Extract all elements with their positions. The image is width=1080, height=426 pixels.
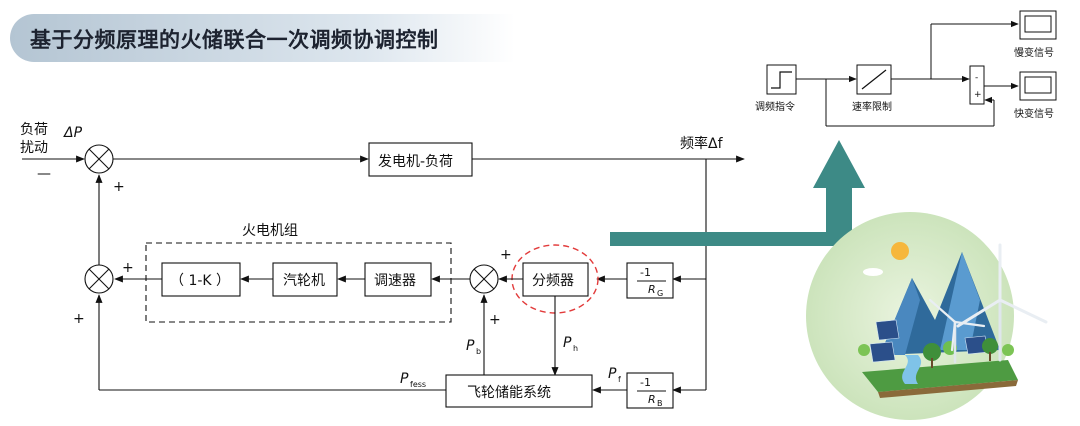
inset-sum-block (969, 65, 985, 105)
rg-numerator: -1 (640, 266, 651, 279)
one-minus-k-label: （ 1-K ） (170, 273, 230, 289)
disturbance-label-1: 负荷 (20, 122, 48, 138)
summer3-plus-top: + (500, 247, 512, 263)
slow-signal-label: 慢变信号 (1014, 46, 1054, 59)
inset-sum-minus: - (975, 73, 978, 83)
summing-junction-2 (84, 264, 114, 294)
frequency-divider-box (522, 262, 589, 297)
ph-subscript: h (573, 344, 578, 353)
turbine-label: 汽轮机 (283, 273, 325, 289)
one-minus-k-box (161, 262, 241, 297)
rb-numerator: -1 (640, 376, 651, 389)
rb-subscript: B (657, 399, 663, 408)
summer2-plus-right: + (122, 260, 134, 276)
thermal-unit-frame (145, 242, 452, 323)
summing-junction-3 (469, 264, 499, 294)
pf-subscript: f (618, 375, 621, 384)
rg-gain-box (626, 262, 674, 299)
teal-flow-arrow (610, 140, 865, 246)
generator-load-label: 发电机-负荷 (378, 154, 453, 170)
rg-subscript: G (657, 289, 663, 298)
pfess-label: P (400, 371, 409, 387)
disturbance-label-2: 扰动 (20, 140, 48, 156)
inset-model (766, 10, 1057, 127)
command-block (766, 64, 797, 95)
inset-sum-plus: + (974, 90, 982, 100)
command-label: 调频指令 (755, 100, 795, 113)
summer2-plus-bottom: + (73, 311, 85, 327)
thermal-unit-label: 火电机组 (242, 223, 298, 239)
flywheel-system-label: 飞轮储能系统 (467, 385, 551, 401)
divider-label: 分频器 (532, 273, 574, 289)
rb-denominator: R (648, 393, 656, 406)
pb-subscript: b (476, 347, 481, 356)
solar-panel-icon (869, 319, 989, 363)
main-diagram (22, 142, 745, 409)
summing-junction-1 (84, 144, 114, 174)
fast-signal-label: 快变信号 (1014, 107, 1054, 120)
disturbance-minus-sign: — (37, 166, 51, 182)
flywheel-system-box (445, 374, 593, 408)
pb-label: P (466, 338, 475, 354)
renewable-energy-illustration (806, 212, 1048, 420)
page-title: 基于分频原理的火储联合一次调频协调控制 (30, 28, 439, 52)
frequency-label: 频率Δf (680, 135, 724, 152)
rg-denominator: R (648, 283, 656, 296)
delta-p-label: ΔP (63, 125, 83, 141)
wind-turbine-icon (928, 243, 1048, 364)
rate-limiter-label: 速率限制 (852, 100, 892, 113)
cloud-icon (863, 268, 883, 276)
rb-gain-box (626, 372, 674, 409)
title-band (10, 14, 515, 62)
sun-icon (891, 242, 909, 260)
ph-label: P (563, 335, 572, 351)
governor-label: 调速器 (374, 273, 416, 289)
tree-icon (858, 338, 1014, 368)
summer3-plus-bottom: + (489, 312, 501, 328)
pfess-subscript: fess (410, 380, 426, 389)
summer1-plus-sign: + (113, 179, 125, 195)
pf-label: P (608, 366, 617, 382)
